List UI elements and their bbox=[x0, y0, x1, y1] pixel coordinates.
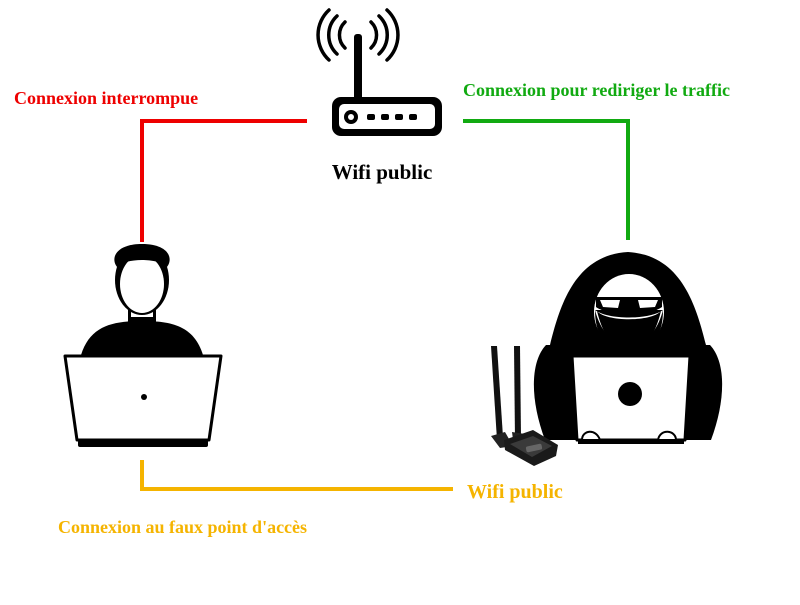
redirect-connection-line bbox=[463, 119, 630, 240]
fake-ap-label: Wifi public bbox=[467, 481, 563, 503]
fake-ap-connection-label: Connexion au faux point d'accès bbox=[58, 517, 307, 537]
interrupted-connection-label: Connexion interrompue bbox=[14, 88, 198, 108]
wifi-router-icon bbox=[316, 8, 442, 136]
interrupted-connection-line bbox=[140, 119, 307, 242]
redirect-connection-label: Connexion pour rediriger le traffic bbox=[463, 80, 730, 100]
wifi-adapter-icon bbox=[491, 346, 558, 466]
router-label: Wifi public bbox=[332, 160, 433, 184]
fake-ap-connection-line bbox=[140, 460, 453, 491]
user-laptop-icon bbox=[63, 244, 223, 447]
hacker-laptop-icon bbox=[533, 252, 723, 444]
